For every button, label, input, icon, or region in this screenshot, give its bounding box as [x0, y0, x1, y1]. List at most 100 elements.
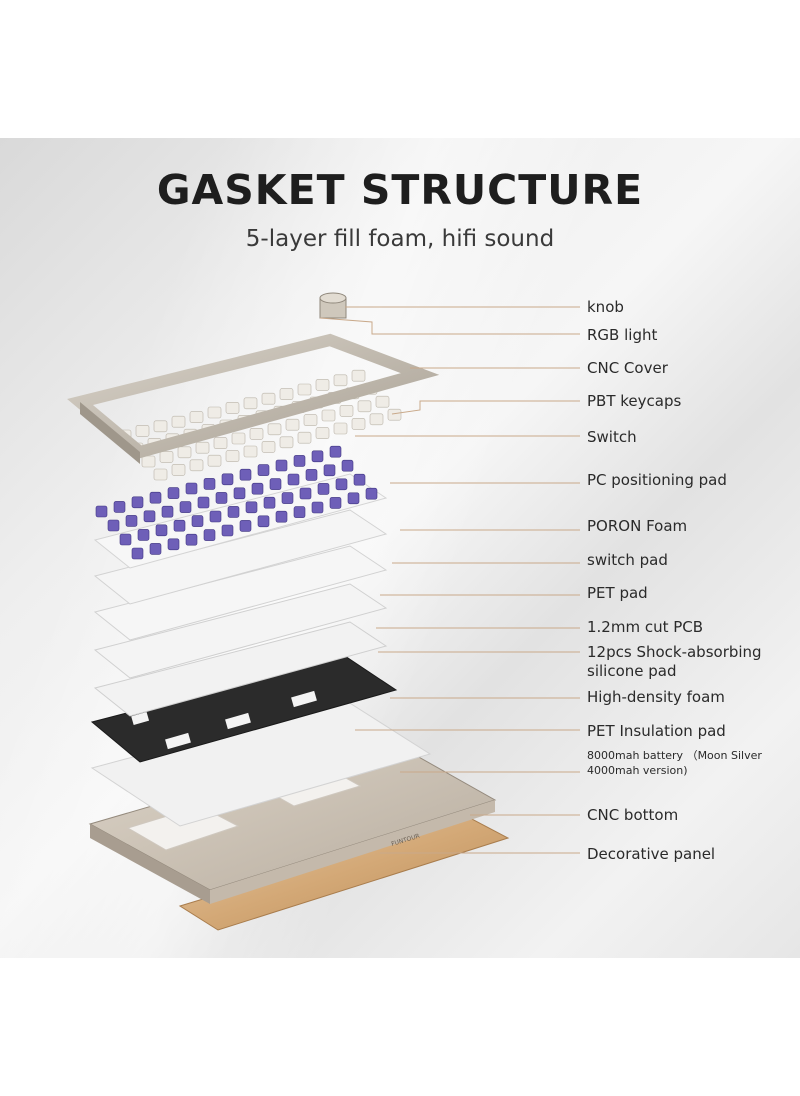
- switch: [125, 515, 138, 527]
- switch: [143, 510, 156, 523]
- keycap: [303, 414, 318, 426]
- switch: [275, 510, 288, 523]
- keycap: [369, 413, 384, 426]
- switch: [227, 506, 240, 518]
- switch: [239, 520, 252, 532]
- switch: [185, 533, 198, 546]
- switch: [347, 492, 360, 505]
- switch: [203, 529, 216, 541]
- switch: [341, 459, 354, 472]
- label-silicone-pad: 12pcs Shock-absorbing silicone pad: [587, 643, 762, 680]
- switch: [245, 501, 258, 514]
- label-knob: knob: [587, 298, 624, 316]
- switch: [251, 482, 264, 495]
- keycap: [285, 418, 300, 431]
- switch: [155, 524, 168, 537]
- label-poron-foam: PORON Foam: [587, 517, 688, 535]
- label-pc-positioning-pad: PC positioning pad: [587, 471, 727, 489]
- switch: [329, 445, 342, 458]
- switch: [305, 469, 318, 481]
- keycap: [249, 428, 264, 440]
- keycap: [351, 418, 366, 430]
- page-subtitle: 5-layer fill foam, hifi sound: [245, 226, 555, 252]
- switch: [167, 538, 180, 551]
- switch: [287, 473, 300, 486]
- switch: [323, 464, 336, 477]
- switch: [221, 473, 234, 486]
- keycap: [153, 468, 168, 481]
- keycap: [315, 427, 330, 439]
- switch: [149, 543, 162, 555]
- cnc-cover-layer: [67, 333, 440, 464]
- label-switch-pad: switch pad: [587, 551, 668, 569]
- switch: [263, 496, 276, 509]
- switch: [275, 459, 288, 472]
- switch: [131, 547, 144, 560]
- page-title: GASKET STRUCTURE: [156, 166, 644, 214]
- keycap: [207, 454, 222, 467]
- switch: [257, 464, 270, 476]
- keycap: [261, 441, 276, 453]
- switch: [131, 496, 144, 509]
- label-pcb: 1.2mm cut PCB: [587, 618, 704, 636]
- switch: [215, 492, 228, 504]
- switch: [269, 478, 282, 490]
- keycap: [297, 431, 312, 444]
- keycap: [231, 432, 246, 445]
- switch: [203, 478, 216, 490]
- switch: [293, 506, 306, 518]
- keycap: [375, 395, 390, 408]
- switch: [191, 515, 204, 527]
- label-decorative-panel: Decorative panel: [587, 845, 716, 863]
- label-switch: Switch: [587, 428, 637, 446]
- keycap: [225, 450, 240, 462]
- keycap: [207, 406, 222, 419]
- switch: [335, 478, 348, 491]
- knob: [319, 292, 347, 319]
- keycap: [387, 408, 402, 421]
- switch: [107, 519, 120, 532]
- switch: [95, 505, 108, 518]
- switch: [311, 450, 324, 463]
- switch: [365, 487, 378, 500]
- keycap: [279, 436, 294, 449]
- keycap: [225, 402, 240, 414]
- silicone-pad: [291, 690, 317, 708]
- keycap: [177, 446, 192, 459]
- switch: [317, 483, 330, 495]
- keycap: [297, 383, 312, 396]
- switch: [197, 496, 210, 509]
- switch: [137, 529, 150, 541]
- switch: [233, 487, 246, 500]
- keycap: [171, 415, 186, 428]
- keycap: [267, 423, 282, 436]
- switch: [221, 524, 234, 537]
- switch: [161, 505, 174, 518]
- keycap: [357, 400, 372, 413]
- keycap: [243, 397, 258, 410]
- keycap: [159, 451, 174, 463]
- keycap: [213, 437, 228, 449]
- switch: [293, 455, 306, 467]
- keycap: [141, 455, 156, 468]
- switch: [281, 492, 294, 504]
- label-pet-pad: PET pad: [587, 584, 648, 602]
- keycap: [189, 411, 204, 423]
- label-pbt-keycaps: PBT keycaps: [587, 392, 682, 410]
- switch: [299, 487, 312, 500]
- silicone-pad: [131, 711, 150, 726]
- switch-grid: [95, 445, 378, 560]
- label-rgb-light: RGB light: [587, 326, 658, 344]
- switch: [173, 519, 186, 532]
- switch: [311, 501, 324, 514]
- switch: [209, 510, 222, 523]
- switch: [329, 497, 342, 509]
- keycap: [279, 388, 294, 400]
- keycap: [189, 459, 204, 472]
- keycap: [315, 379, 330, 391]
- label-cnc-cover: CNC Cover: [587, 359, 668, 377]
- switch: [179, 501, 192, 513]
- switch: [257, 515, 270, 528]
- silicone-pad: [165, 732, 191, 750]
- keycap: [153, 420, 168, 433]
